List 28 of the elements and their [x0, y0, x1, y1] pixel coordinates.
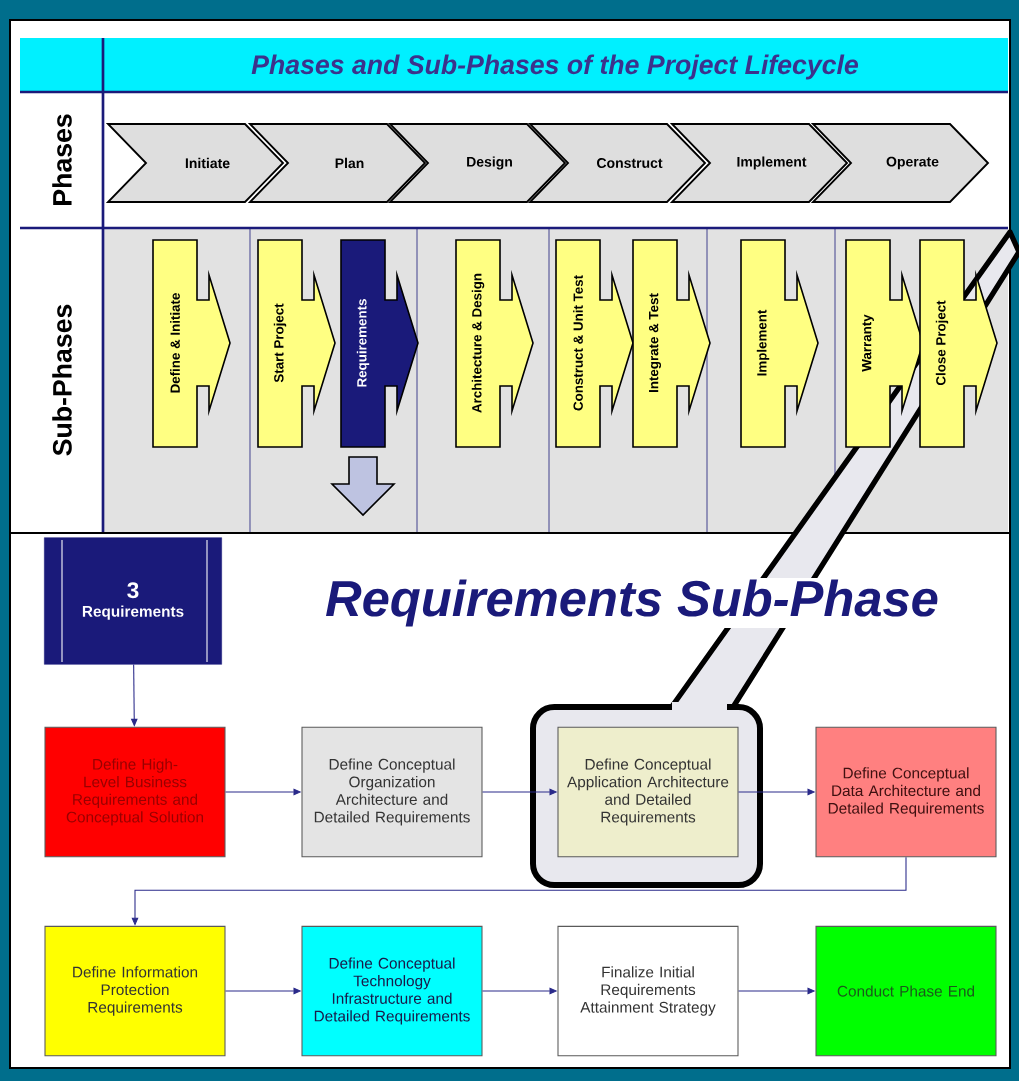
process-box: Define High-Level Business Requirements and Conceptual Solution	[44, 726, 226, 858]
process-box: Define Conceptual Organization Architecture and Detailed Requirements	[301, 726, 483, 858]
subphase-box: 3 Requirements	[44, 537, 222, 665]
process-box: Define Conceptual Technology Infrastructure and Detailed Requirements	[301, 925, 483, 1057]
process-box: Finalize Initial Requirements Attainment Strategy	[557, 925, 739, 1057]
subphase-card: Requirements	[340, 239, 419, 448]
phase-banner: Operate	[810, 123, 990, 203]
subphase-card: Warranty	[845, 239, 924, 448]
process-box: Define Information Protection Requirements	[44, 925, 226, 1057]
subphase-card: Construct & Unit Test	[555, 239, 634, 448]
phase-banner: Implement	[669, 123, 849, 203]
process-box: Conduct Phase End	[815, 925, 997, 1057]
phase-banner: Design	[387, 123, 567, 203]
subphase-card: Integrate & Test	[632, 239, 711, 448]
row-label: Sub-Phases	[52, 304, 72, 456]
title-band: Phases and Sub-Phases of the Project Lifecycle	[20, 38, 1008, 92]
phase-banner: Construct	[527, 123, 707, 203]
section-heading: Requirements Sub-Phase	[323, 578, 941, 628]
subphase-card: Implement	[740, 239, 819, 448]
subphase-card: Architecture & Design	[455, 239, 534, 448]
process-box: Define Conceptual Data Architecture and Detailed Requirements	[815, 726, 997, 858]
row-label: Phases	[52, 114, 72, 205]
process-box: Define Conceptual Application Architecture and Detailed Requirements	[557, 726, 739, 858]
subphase-card: Define & Initiate	[152, 239, 231, 448]
subphase-card: Close Project	[919, 239, 998, 448]
phase-banner: Plan	[247, 123, 427, 203]
subphase-card: Start Project	[257, 239, 336, 448]
phase-banner: Initiate	[105, 123, 285, 203]
